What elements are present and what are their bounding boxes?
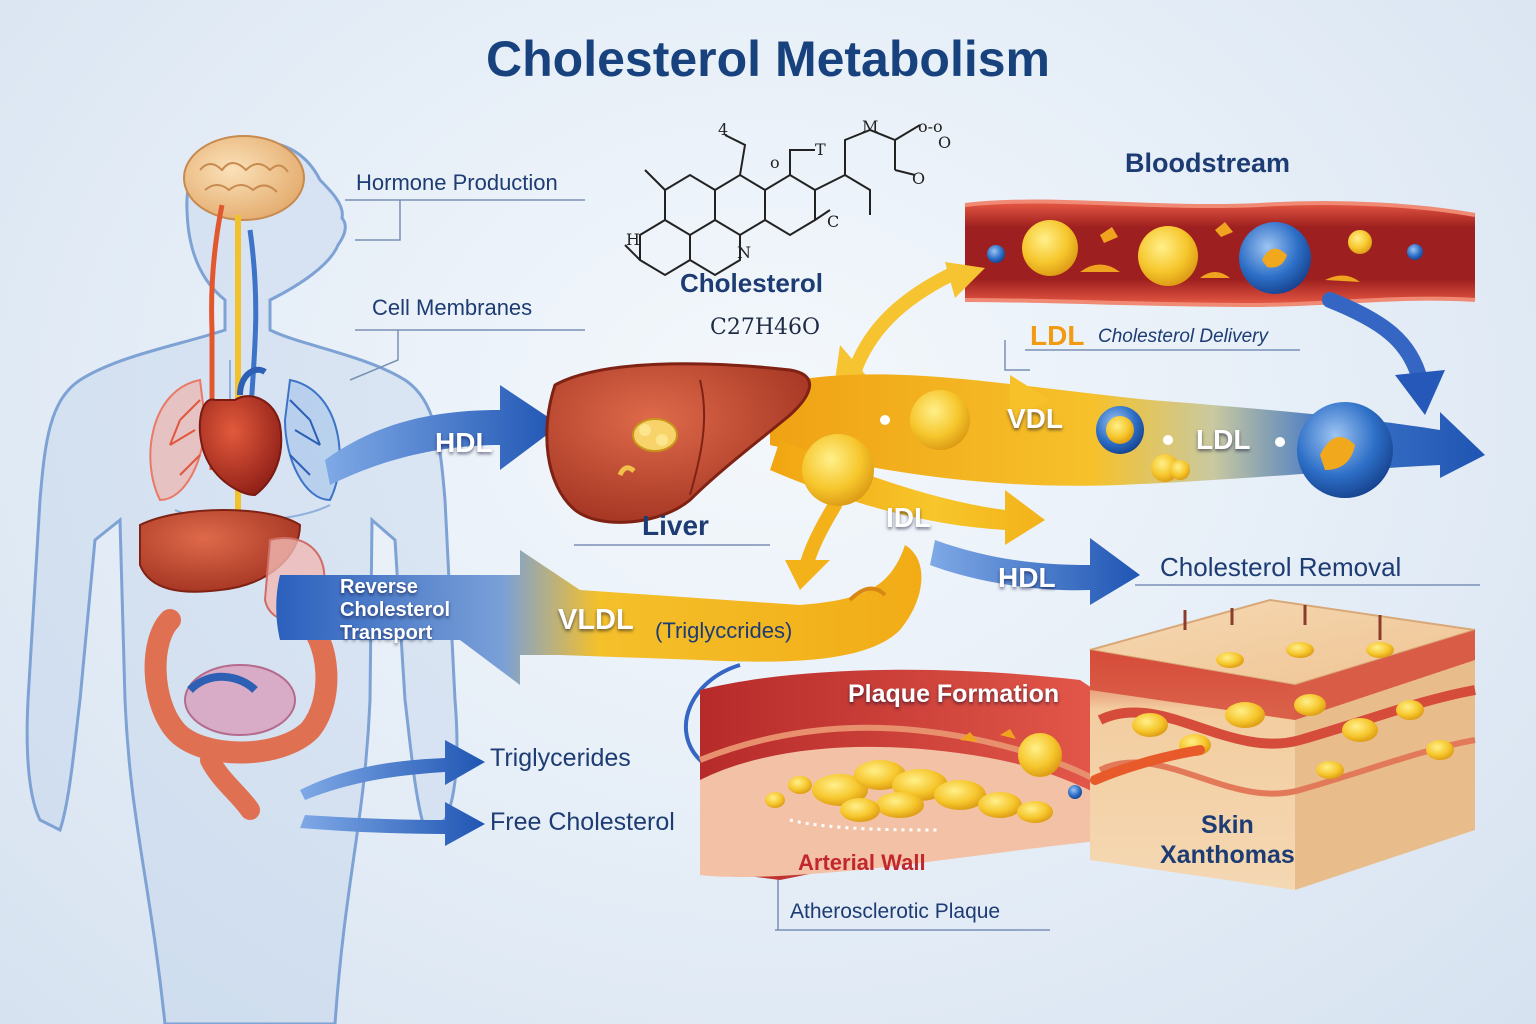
label-ldl-stream: LDL (1196, 424, 1251, 455)
label-molecule-formula: C27H46O (710, 315, 821, 340)
label-vldl: VLDL (558, 604, 634, 636)
idl-particle (802, 434, 874, 506)
lungs-icon (149, 378, 341, 502)
label-arterial-wall: Arterial Wall (798, 850, 926, 875)
label-vldl-note: (Triglyccrides) (655, 618, 793, 643)
label-cholesterol-removal: Cholesterol Removal (1160, 552, 1402, 582)
page-title: Cholesterol Metabolism (486, 31, 1050, 87)
triglycerides-arrow (300, 740, 485, 800)
label-liver: Liver (642, 510, 709, 541)
molecule-atom-labels: 4 M o-o O O T o C N H (626, 117, 951, 262)
svg-text:o: o (770, 153, 780, 172)
label-plaque-formation: Plaque Formation (848, 680, 1060, 708)
human-body-illustration (25, 135, 459, 1024)
cholesterol-molecule-structure (624, 124, 921, 277)
label-hormone-production: Hormone Production (356, 170, 558, 195)
label-skin-line-2: Xanthomas (1160, 841, 1295, 869)
svg-text:O: O (938, 133, 951, 152)
plaque-deposits (765, 760, 1053, 823)
svg-text:C: C (827, 212, 839, 231)
vldl-particle (910, 390, 970, 450)
svg-text:o-o: o-o (918, 117, 943, 136)
xanthoma-deposits (1132, 642, 1454, 779)
label-bloodstream: Bloodstream (1125, 148, 1291, 178)
label-molecule-name: Cholesterol (680, 268, 824, 298)
free-cholesterol-arrow (300, 802, 485, 846)
vldl-band (276, 545, 922, 685)
label-skin-line-1: Skin (1200, 811, 1254, 839)
bloodstream-down-arrow (1322, 292, 1428, 388)
intestines-icon (144, 609, 338, 820)
svg-text:O: O (912, 169, 925, 188)
label-vdl: VDL (1007, 403, 1063, 434)
label-skin-xanthomas: Skin Xanthomas (1160, 810, 1295, 870)
skin-block-illustration (1089, 598, 1476, 890)
label-triglycerides: Triglycerides (490, 744, 631, 772)
label-cholesterol-delivery: Cholesterol Delivery (1098, 326, 1269, 347)
liver-illustration (545, 362, 811, 524)
label-idl: IDL (886, 502, 932, 533)
hdl-removal-arrow (930, 538, 1140, 605)
label-reverse-cholesterol-transport: Reverse Cholesterol Transport (340, 576, 450, 645)
label-hdl-left: HDL (435, 427, 493, 458)
brain-icon (183, 135, 305, 221)
artery-illustration (698, 669, 1113, 880)
leader-lines (345, 199, 1480, 931)
hdl-arrow-to-liver (325, 385, 560, 485)
label-hdl-right: HDL (998, 562, 1056, 593)
label-reverse-line-2: Cholesterol (340, 599, 451, 621)
label-cell-membranes: Cell Membranes (372, 295, 533, 320)
label-atherosclerotic-plaque: Atherosclerotic Plaque (790, 900, 1001, 923)
svg-text:4: 4 (718, 120, 728, 139)
label-ldl-heading: LDL (1030, 320, 1085, 351)
svg-text:H: H (626, 230, 640, 249)
heart-icon (198, 395, 283, 497)
vessel-particle (1022, 220, 1078, 276)
label-free-cholesterol: Free Cholesterol (490, 808, 675, 836)
label-reverse-line-3: Transport (340, 622, 433, 644)
svg-text:M: M (862, 117, 878, 136)
bloodstream-vessel (964, 199, 1476, 308)
svg-text:T: T (815, 140, 826, 159)
svg-text:N: N (737, 243, 751, 262)
vessel-particle (1138, 226, 1198, 286)
label-reverse-line-1: Reverse (340, 576, 418, 598)
liver-bloodstream-exchange-arrow (848, 268, 957, 377)
